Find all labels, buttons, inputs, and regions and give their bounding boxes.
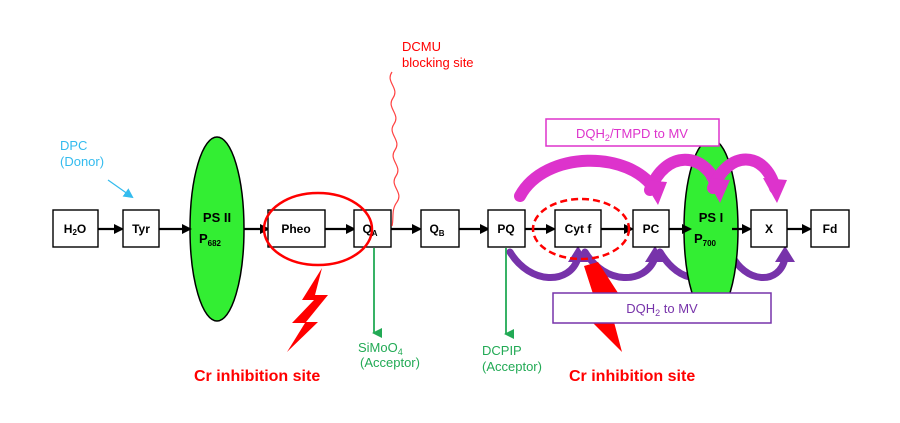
inhibition-site-label-right: Cr inhibition site xyxy=(569,368,695,385)
simoo4-label: SiMoO4 xyxy=(358,340,403,357)
svg-text:PQ: PQ xyxy=(497,222,514,236)
svg-text:Cyt f: Cyt f xyxy=(565,222,593,236)
node-tyr: Tyr xyxy=(122,209,160,248)
svg-text:Fd: Fd xyxy=(823,222,838,236)
node-h2o: H2O xyxy=(52,209,99,248)
node-cytf: Cyt f xyxy=(554,209,602,248)
dqh2-tmpd-arrows xyxy=(514,153,781,202)
ps2-label: PS II xyxy=(203,210,231,225)
dpc-label: DPC xyxy=(60,138,87,153)
ps2-ellipse xyxy=(189,136,245,322)
lightning-bolt-left xyxy=(287,268,328,352)
node-qb: QB xyxy=(420,209,460,248)
dqh2-tmpd-arrow-long xyxy=(514,154,661,202)
node-pc: PC xyxy=(632,209,670,248)
dqh2-arrow-1 xyxy=(506,248,582,282)
dqh2-mv-arrows xyxy=(506,248,789,282)
inhibition-site-label-left: Cr inhibition site xyxy=(194,368,320,385)
dpc-arrow xyxy=(107,179,134,199)
svg-text:QB: QB xyxy=(429,222,444,238)
svg-text:Pheo: Pheo xyxy=(281,222,310,236)
dqh2-mv-box xyxy=(552,292,772,324)
ps1-p700-label: P700 xyxy=(694,231,717,248)
ps2-p682-label: P682 xyxy=(199,231,222,248)
node-pheo: Pheo xyxy=(267,209,326,248)
dcmu-squiggle xyxy=(389,71,400,227)
dqh2-tmpd-arrow-right xyxy=(707,153,781,194)
svg-text:X: X xyxy=(765,222,773,236)
dqh2-mv-arrowheads xyxy=(568,246,795,262)
dqh2-tmpd-box xyxy=(545,118,720,147)
svg-text:Tyr: Tyr xyxy=(132,222,150,236)
dcpip-label: DCPIP xyxy=(482,343,522,358)
svg-text:PC: PC xyxy=(643,222,660,236)
dqh2-arrow-2 xyxy=(581,248,659,282)
dqh2-mv-label: DQH2 to MV xyxy=(626,301,698,318)
node-pq: PQ xyxy=(487,209,526,248)
svg-text:QA: QA xyxy=(362,222,377,238)
node-fd: Fd xyxy=(810,209,850,248)
dcpip-acceptor-label: (Acceptor) xyxy=(482,359,542,374)
inhibition-circle-right xyxy=(531,197,631,261)
dcmu-label: DCMU xyxy=(402,39,441,54)
inhibition-circle-left xyxy=(262,191,374,267)
dpc-donor-label: (Donor) xyxy=(60,154,104,169)
dqh2-arrow-4 xyxy=(726,248,789,281)
simoo4-acceptor-label: (Acceptor) xyxy=(360,355,420,370)
dcmu-blocking-site-label: blocking site xyxy=(402,55,474,70)
node-x: X xyxy=(750,209,788,248)
svg-text:H2O: H2O xyxy=(64,222,86,237)
dqh2-tmpd-label: DQH2/TMPD to MV xyxy=(576,126,688,143)
ps1-label: PS I xyxy=(699,210,724,225)
dqh2-tmpd-arrowheads xyxy=(643,178,787,205)
